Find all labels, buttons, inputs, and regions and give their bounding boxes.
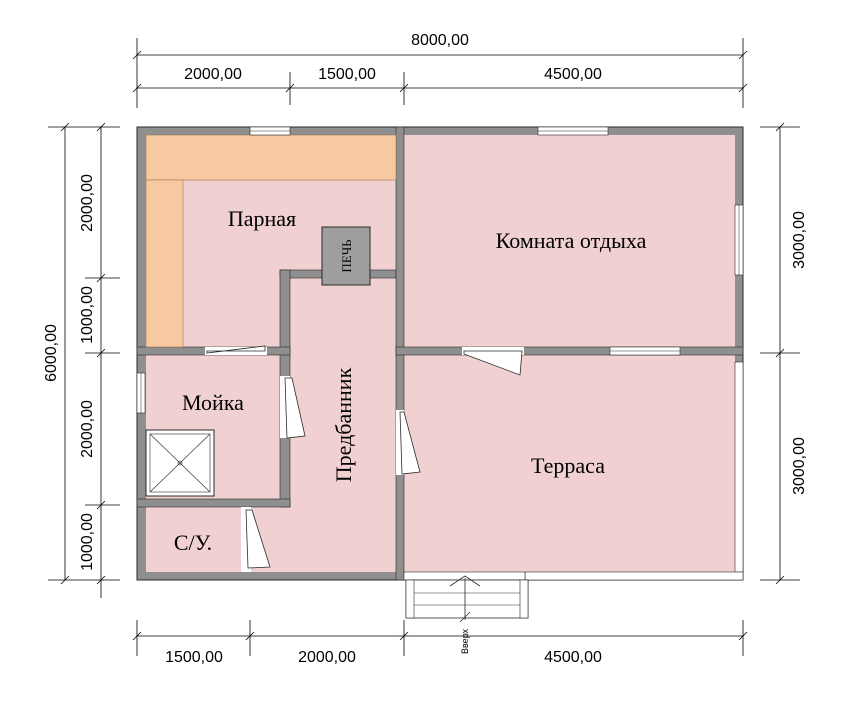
dimension-bottom	[132, 620, 748, 656]
door-wash-dressing-opening	[280, 376, 290, 438]
dim-left-1: 2000,00	[79, 174, 96, 232]
room-wash-label: Мойка	[182, 390, 244, 415]
door-dressing-terrace-opening	[396, 410, 404, 475]
dimension-top	[132, 38, 748, 108]
shower-drain	[177, 460, 183, 466]
dim-left-total: 6000,00	[43, 324, 60, 382]
stove-label: ПЕЧЬ	[339, 239, 354, 273]
room-steam-label: Парная	[228, 206, 296, 231]
terrace-floor	[404, 355, 735, 572]
room-terrace-label: Терраса	[531, 453, 605, 478]
dim-left-4: 1000,00	[79, 513, 96, 571]
stairs-arrow-head	[449, 575, 481, 587]
dimension-left	[48, 122, 120, 598]
terrace-open-bottom	[524, 571, 744, 581]
door-dressing-terrace	[399, 411, 421, 475]
dim-left-2: 1000,00	[79, 286, 96, 344]
shelf-top	[145, 134, 397, 181]
shower-diag-2	[149, 433, 211, 493]
rest-terrace-wall	[395, 346, 744, 356]
stairs-label: Вверх	[460, 628, 470, 654]
dim-bottom-1: 1500,00	[165, 649, 223, 666]
dressing-room-floor	[290, 278, 396, 572]
shelf-left	[145, 179, 184, 348]
stove	[321, 226, 371, 286]
dim-bottom-3: 4500,00	[544, 649, 602, 666]
porch	[405, 579, 529, 619]
dim-top-1: 2000,00	[184, 66, 242, 83]
porch-step-left	[405, 579, 415, 619]
door-toilet	[245, 509, 271, 569]
dim-bottom-2: 2000,00	[298, 649, 356, 666]
dimension-right	[760, 122, 800, 585]
door-rest-terrace	[463, 350, 523, 376]
dim-top-total: 8000,00	[411, 32, 469, 49]
dim-right-1: 3000,00	[791, 211, 808, 269]
dim-top-2: 1500,00	[318, 66, 376, 83]
terrace-open-right	[734, 361, 744, 573]
room-dressing-label: Предбанник	[331, 367, 356, 482]
dim-top-3: 4500,00	[544, 66, 602, 83]
room-toilet-label: С/У.	[174, 530, 212, 555]
rest-room-floor	[404, 135, 735, 347]
door-toilet-opening	[241, 507, 251, 572]
dim-left-3: 2000,00	[79, 400, 96, 458]
dim-right-2: 3000,00	[791, 437, 808, 495]
door-steam-wash	[206, 345, 266, 354]
shower-inner	[149, 433, 211, 493]
room-rest-label: Комната отдыха	[496, 228, 647, 253]
stairs-arrow-tick	[459, 611, 471, 623]
wash-toilet-wall	[136, 498, 291, 508]
porch-step-right	[519, 579, 529, 619]
door-wash-dressing	[284, 377, 306, 439]
